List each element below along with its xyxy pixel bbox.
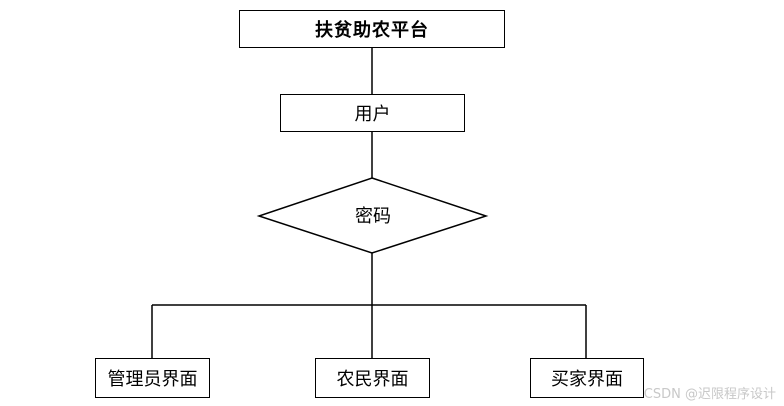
root-node: 扶贫助农平台 — [239, 10, 505, 48]
password-node-label: 密码 — [355, 206, 391, 227]
admin-node: 管理员界面 — [95, 358, 210, 398]
buyer-node: 买家界面 — [530, 358, 644, 398]
user-node-label: 用户 — [354, 104, 391, 125]
farmer-node-label: 农民界面 — [336, 369, 409, 390]
buyer-node-label: 买家界面 — [551, 369, 623, 390]
watermark: CSDN @迟限程序设计 — [643, 387, 776, 402]
user-node: 用户 — [280, 94, 465, 132]
farmer-node: 农民界面 — [315, 358, 430, 398]
root-node-label: 扶贫助农平台 — [315, 20, 429, 41]
admin-node-label: 管理员界面 — [107, 369, 198, 390]
